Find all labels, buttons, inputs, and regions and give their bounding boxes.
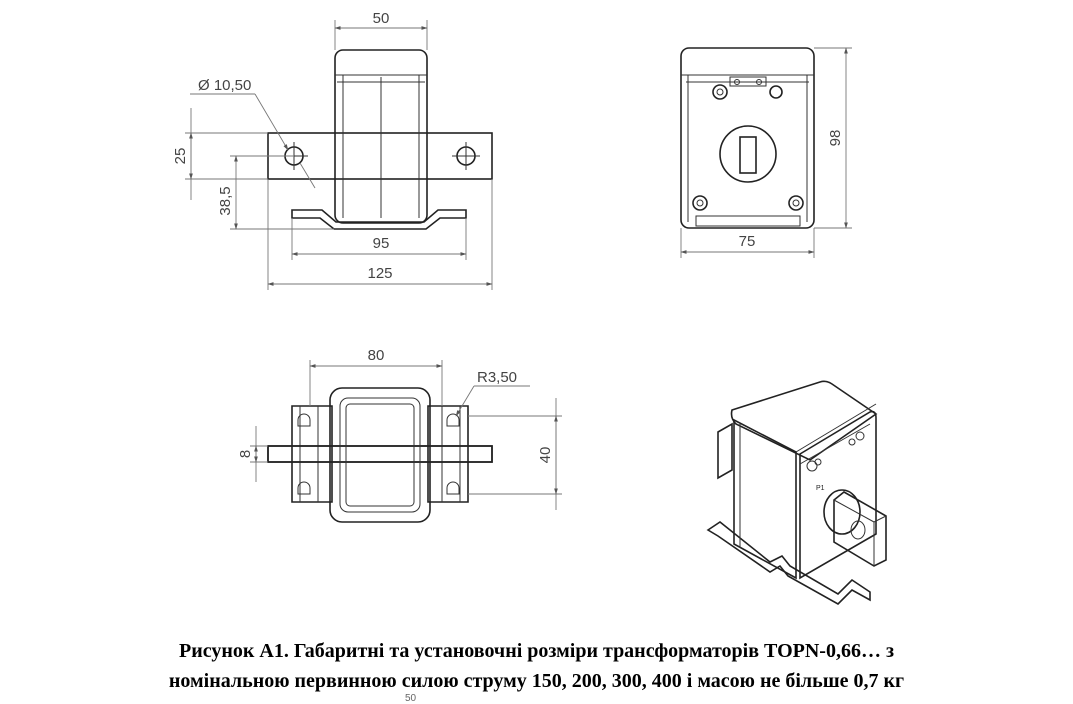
footer-number: 50: [405, 693, 417, 704]
dim-busbar-thickness: 8: [237, 450, 254, 458]
side-screw-tl: [712, 84, 728, 100]
top-body: [329, 387, 431, 523]
iso-busbar-window: [823, 489, 861, 535]
caption-line-2: номінальною первинною силою струму 150, …: [168, 670, 905, 692]
dim-busbar-length: 125: [367, 265, 392, 282]
side-view: 98 75: [680, 47, 852, 258]
caption-line-1: Рисунок А1. Габаритні та установочні роз…: [179, 640, 894, 662]
dim-top-width: 80: [368, 347, 385, 364]
dim-busbar-height: 38,5: [217, 186, 234, 215]
front-body: [334, 49, 428, 224]
dim-corner-radius: R3,50: [477, 369, 517, 386]
top-bracket-right: [427, 405, 469, 503]
side-screw-bl: [692, 195, 708, 211]
dim-side-width: 75: [739, 233, 756, 250]
iso-front-face: [799, 410, 877, 580]
top-view: 80 R3,50 8 40: [237, 347, 562, 523]
iso-terminal-mark: P1: [816, 485, 825, 492]
side-body: [680, 47, 815, 229]
side-screw-br: [788, 195, 804, 211]
dim-base-width: 95: [373, 235, 390, 252]
side-busbar-section: [739, 136, 757, 174]
dim-hole-spacing: 25: [172, 148, 189, 165]
technical-drawing: 50 Ø 10,50 25 38,5 95 125: [172, 10, 887, 605]
iso-base-bracket: [706, 521, 871, 605]
dim-hole-diameter: Ø 10,50: [198, 77, 251, 94]
front-base-bracket: [291, 209, 467, 230]
front-view: 50 Ø 10,50 25 38,5 95 125: [172, 10, 493, 290]
isometric-view: P1: [706, 380, 887, 605]
dim-front-width: 50: [373, 10, 390, 27]
dim-top-depth: 40: [537, 447, 554, 464]
top-bracket-left: [291, 405, 333, 503]
side-screw-tr: [769, 85, 783, 99]
side-busbar-window: [719, 125, 777, 183]
dim-side-height: 98: [827, 130, 844, 147]
figure-caption: Рисунок А1. Габаритні та установочні роз…: [0, 636, 1073, 696]
top-busbar: [267, 445, 493, 463]
iso-left-face: [733, 418, 797, 580]
iso-busbar-right: [833, 491, 887, 567]
iso-busbar-left: [717, 422, 733, 480]
